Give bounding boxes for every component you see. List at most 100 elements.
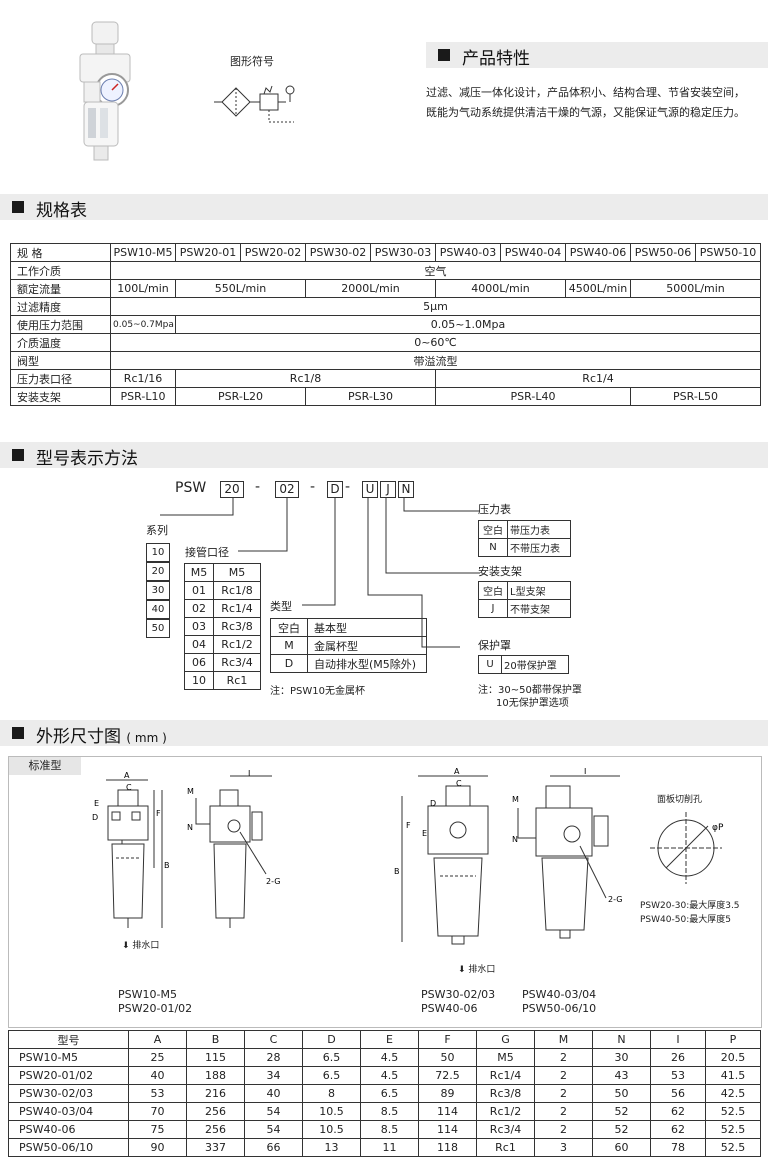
spec-row-gauge: 压力表口径 Rc1/16 Rc1/8 Rc1/4 (10, 369, 761, 388)
cover-desc: 20带保护罩 (501, 655, 569, 674)
series-cell: 40 (146, 600, 170, 619)
dims-cell: 256 (186, 1102, 245, 1121)
dim-g-label: 2-G (608, 895, 622, 904)
symbol-caption: 图形符号 (230, 55, 274, 68)
dims-cell: Rc1/2 (476, 1102, 535, 1121)
port-code: 10 (184, 671, 214, 690)
dims-cell: Rc1 (476, 1138, 535, 1157)
dims-cell: 8.5 (360, 1120, 419, 1139)
dims-cell: 42.5 (705, 1084, 761, 1103)
code-series-box: 20 (220, 481, 244, 498)
big-front-drawing: A C D F E B (394, 767, 489, 945)
dims-cell: 6.5 (302, 1048, 361, 1067)
port-code: 04 (184, 635, 214, 654)
dims-cell: 90 (128, 1138, 187, 1157)
model-title: 型号表示方法 (36, 449, 138, 469)
dims-cell: Rc3/4 (476, 1120, 535, 1139)
square-bullet-icon (12, 201, 24, 213)
type-code: 空白 (270, 618, 308, 637)
dims-cell: PSW10-M5 (8, 1048, 129, 1067)
code-prefix: PSW (175, 480, 207, 496)
dims-cell: PSW30-02/03 (8, 1084, 129, 1103)
model-title-bar: 型号表示方法 (0, 442, 768, 469)
panel-hole-drawing: φP (650, 812, 724, 884)
dims-cell: 2 (534, 1102, 593, 1121)
spec-title: 规格表 (36, 201, 87, 221)
dims-cell: 52.5 (705, 1138, 761, 1157)
spec-row-flow: 额定流量 100L/min 550L/min 2000L/min 4000L/m… (10, 279, 761, 298)
code-dash: - (310, 479, 316, 495)
dims-cell: 56 (650, 1084, 706, 1103)
cover-note-2: 10无保护罩选项 (496, 698, 569, 709)
dim-m-label: M (187, 787, 194, 796)
dims-cell: 25 (128, 1048, 187, 1067)
code-type-box: D (327, 481, 343, 498)
dims-cell: Rc1/4 (476, 1066, 535, 1085)
dims-header-cell: G (476, 1030, 535, 1049)
big-side-drawing: M N I 2-G (512, 767, 622, 939)
row-label: 阀型 (10, 351, 111, 370)
model-cell: PSW40-03 (435, 243, 501, 262)
value-cell: 0~60℃ (110, 333, 761, 352)
spec-row-filter: 过滤精度 5μm (10, 297, 761, 316)
pneumatic-symbol-icon (214, 85, 295, 123)
gauge-desc: 带压力表 (507, 520, 571, 539)
value-cell: PSR-L30 (305, 387, 436, 406)
thick-note-2: PSW40-50:最大厚度5 (640, 915, 731, 925)
row-label: 安装支架 (10, 387, 111, 406)
dims-cell: 70 (128, 1102, 187, 1121)
dim-e-label: E (422, 829, 427, 838)
value-cell: 带溢流型 (110, 351, 761, 370)
label-big-1: PSW40-03/04 (522, 988, 597, 1001)
dims-cell: 62 (650, 1120, 706, 1139)
row-label: 介质温度 (10, 333, 111, 352)
value-cell: Rc1/8 (175, 369, 436, 388)
dims-cell: 50 (592, 1084, 651, 1103)
dims-cell: PSW20-01/02 (8, 1066, 129, 1085)
port-size: Rc1 (213, 671, 261, 690)
series-label: 系列 (146, 524, 168, 537)
dims-cell: 118 (418, 1138, 477, 1157)
port-code: 06 (184, 653, 214, 672)
dims-cell: 2 (534, 1084, 593, 1103)
dims-cell: 20.5 (705, 1048, 761, 1067)
value-cell: 2000L/min (305, 279, 436, 298)
port-size: Rc1/2 (213, 635, 261, 654)
dims-cell: 52.5 (705, 1102, 761, 1121)
bracket-desc: 不带支架 (507, 599, 571, 618)
dims-cell: 6.5 (302, 1066, 361, 1085)
dims-cell: 43 (592, 1066, 651, 1085)
row-label: 使用压力范围 (10, 315, 111, 334)
dims-header-cell: F (418, 1030, 477, 1049)
dims-cell: 52 (592, 1102, 651, 1121)
dims-cell: 75 (128, 1120, 187, 1139)
dim-n-label: N (512, 835, 518, 844)
product-photo (79, 21, 131, 161)
port-code: M5 (184, 563, 214, 582)
dims-cell: 34 (244, 1066, 303, 1085)
model-cell: PSW50-10 (695, 243, 761, 262)
value-cell: 4000L/min (435, 279, 566, 298)
small-front-drawing: A C E D F B (92, 771, 170, 928)
model-cell: PSW40-06 (565, 243, 631, 262)
dims-cell: 8 (302, 1084, 361, 1103)
dims-cell: 66 (244, 1138, 303, 1157)
label-big-2: PSW50-06/10 (522, 1002, 597, 1015)
features-title-bar: 产品特性 (426, 42, 768, 69)
dim-p-label: φP (712, 823, 724, 833)
label-mid-2: PSW40-06 (421, 1002, 478, 1015)
model-cell: PSW10-M5 (110, 243, 176, 262)
drain-arrow-icon: ⬇ 排水口 (458, 965, 496, 975)
dim-g-label: 2-G (266, 877, 280, 886)
dims-header-cell: B (186, 1030, 245, 1049)
series-cell: 20 (146, 562, 170, 581)
dim-d-label: D (430, 799, 436, 808)
dims-cell: 6.5 (360, 1084, 419, 1103)
dims-cell: 54 (244, 1102, 303, 1121)
code-port-box: 02 (275, 481, 299, 498)
dims-header-cell: I (650, 1030, 706, 1049)
